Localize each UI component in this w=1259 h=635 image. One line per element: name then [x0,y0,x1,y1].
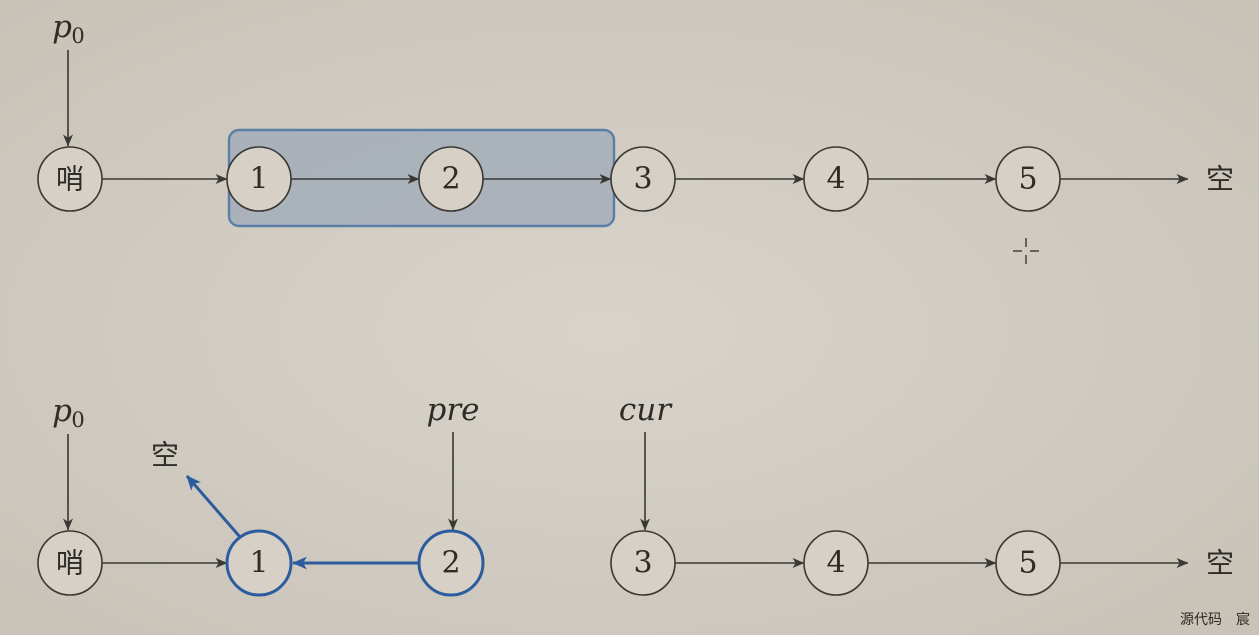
watermark: 源代码 宸 [1180,611,1250,628]
node-label: 4 [826,546,845,581]
pointer-pre-label: pre [426,392,479,428]
bottom-null-label: 空 [1206,547,1234,580]
bottom-row: p 0 pre cur 空 哨 1 2 [37,392,1234,597]
top-pointer-p0-subscript: 0 [71,24,84,48]
node-circle [418,146,484,212]
node-circle [803,146,869,212]
node-label: 2 [441,162,460,197]
node-circle [225,529,293,597]
crosshair-cursor-icon [1013,238,1039,264]
top-node-2: 2 [418,146,484,212]
reversed-null-label: 空 [151,439,179,472]
bottom-node-2: 2 [417,529,485,597]
node-circle [610,530,676,596]
node-circle [803,530,869,596]
top-node-1: 1 [226,146,292,212]
node-circle [226,146,292,212]
node-label: 5 [1018,162,1037,197]
reversed-edge-1-null [185,475,242,538]
top-node-5: 5 [995,146,1061,212]
node-label: 2 [441,546,460,581]
node-label: 哨 [56,547,84,580]
node-circle [37,146,103,212]
bottom-node-sentinel: 哨 [37,530,103,596]
bottom-pointer-p0-name: p [52,393,72,429]
node-circle [37,530,103,596]
top-node-4: 4 [803,146,869,212]
top-null-label: 空 [1206,163,1234,196]
node-label: 5 [1018,546,1037,581]
node-label: 1 [249,546,268,581]
bottom-pointer-p0-subscript: 0 [71,408,84,432]
node-label: 哨 [56,163,84,196]
node-circle [995,146,1061,212]
bottom-node-3: 3 [610,530,676,596]
top-pointer-p0-name: p [52,9,72,45]
top-row: p 0 哨 1 2 3 [37,9,1234,228]
node-label: 1 [249,162,268,197]
pointer-cur-label: cur [619,392,673,428]
bottom-node-1: 1 [225,529,293,597]
top-node-3: 3 [610,146,676,212]
bottom-node-4: 4 [803,530,869,596]
node-label: 3 [633,162,652,197]
node-label: 4 [826,162,845,197]
node-circle [417,529,485,597]
bottom-node-5: 5 [995,530,1061,596]
node-circle [995,530,1061,596]
top-node-sentinel: 哨 [37,146,103,212]
node-circle [610,146,676,212]
node-label: 3 [633,546,652,581]
